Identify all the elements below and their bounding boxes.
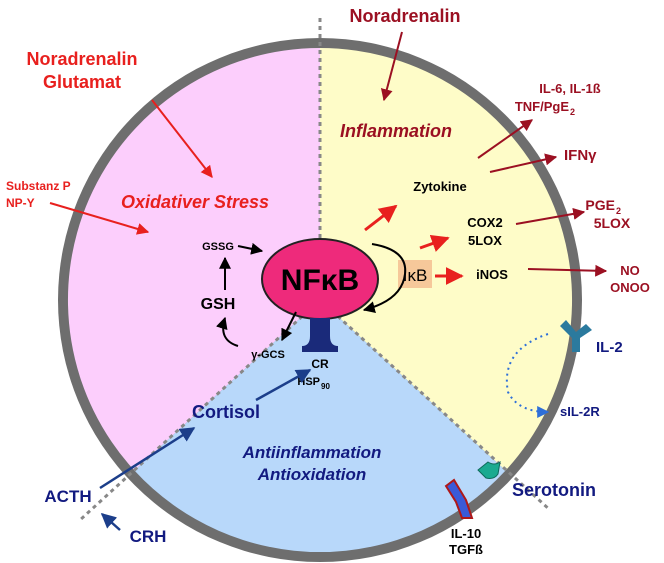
il2-receptor-icon [560, 320, 592, 352]
oxidative-sector [67, 47, 320, 471]
pge-sub: 2 [616, 206, 621, 216]
il6-label: IL-6, IL-1ß [539, 81, 600, 96]
crh-to-acth-arrow [100, 513, 121, 531]
sil2r-label: sIL-2R [560, 404, 600, 419]
cox2-to-pge-arrow [515, 207, 586, 225]
nfkb-to-ggcs-arrow [281, 311, 297, 342]
cortisol-label: Cortisol [192, 402, 260, 422]
cox2-label: COX2 [467, 215, 502, 230]
npy-label: NP-Y [6, 196, 35, 210]
nfkb-to-zytokine-arrow [364, 204, 398, 232]
zytokine-to-ifn-arrow [489, 153, 558, 173]
ggcs-label: γ-GCS [251, 349, 285, 361]
hsp-label: HSP [297, 376, 320, 388]
zytokine-label: Zytokine [413, 179, 466, 194]
lox-label: 5LOX [468, 233, 502, 248]
gssg-to-nfkb-arrow [237, 242, 264, 255]
inos-to-no-arrow [527, 264, 608, 277]
nfkb-ikb-inhibition-arrow [362, 243, 407, 314]
tnf-label: TNF/PgE [515, 99, 569, 114]
anti-line1: Antiinflammation [242, 443, 382, 462]
nfkb-to-cox2-arrow [419, 234, 450, 252]
inflammation-sector [320, 47, 573, 471]
hsp-sub: 90 [321, 382, 330, 391]
inos-label: iNOS [476, 267, 508, 282]
ikb-label: IκB [403, 266, 428, 285]
substanz-p-label: Substanz P [6, 179, 71, 193]
noradrenalin-left-label: Noradrenalin [26, 49, 137, 69]
anti-sector [134, 300, 506, 553]
gssg-label: GSSG [202, 241, 234, 253]
noradrenalin-top-label: Noradrenalin [349, 6, 460, 26]
oxidative-title: Oxidativer Stress [121, 192, 269, 212]
acth-to-cortisol-arrow [99, 426, 196, 490]
nfkb-label: NFκB [281, 264, 359, 297]
inflammation-title: Inflammation [340, 121, 452, 141]
ggcs-to-gsh-arrow [216, 316, 239, 347]
il2-label: IL-2 [596, 339, 623, 356]
il10-receptor-icon [444, 478, 474, 519]
cortisol-to-cr-arrow [255, 368, 312, 402]
il10-label: IL-10 [451, 526, 481, 541]
substanz-p-arrow [49, 202, 150, 235]
ifn-label: IFNγ [564, 147, 597, 164]
noradrenalin-left-arrow [151, 99, 213, 178]
divider-left [78, 298, 322, 522]
tgf-label: TGFß [449, 542, 483, 557]
onoo-label: ONOO [610, 280, 650, 295]
pge-label: PGE [585, 197, 615, 213]
noradrenalin-top-arrow [380, 31, 403, 102]
cortisol-receptor-icon [302, 318, 338, 352]
zytokine-to-il6-arrow [477, 119, 533, 159]
lox-out-label: 5LOX [594, 215, 631, 231]
serotonin-label: Serotonin [512, 480, 596, 500]
glutamat-label: Glutamat [43, 72, 121, 92]
divider-right [318, 298, 552, 512]
acth-label: ACTH [44, 487, 91, 506]
serotonin-receptor-icon [477, 460, 501, 479]
il2-release-arrow [505, 333, 550, 418]
tnf-sub: 2 [570, 107, 575, 117]
gsh-label: GSH [201, 296, 236, 313]
anti-line2: Antioxidation [257, 465, 367, 484]
cr-label: CR [311, 357, 329, 371]
no-label: NO [620, 263, 640, 278]
crh-label: CRH [130, 527, 167, 546]
